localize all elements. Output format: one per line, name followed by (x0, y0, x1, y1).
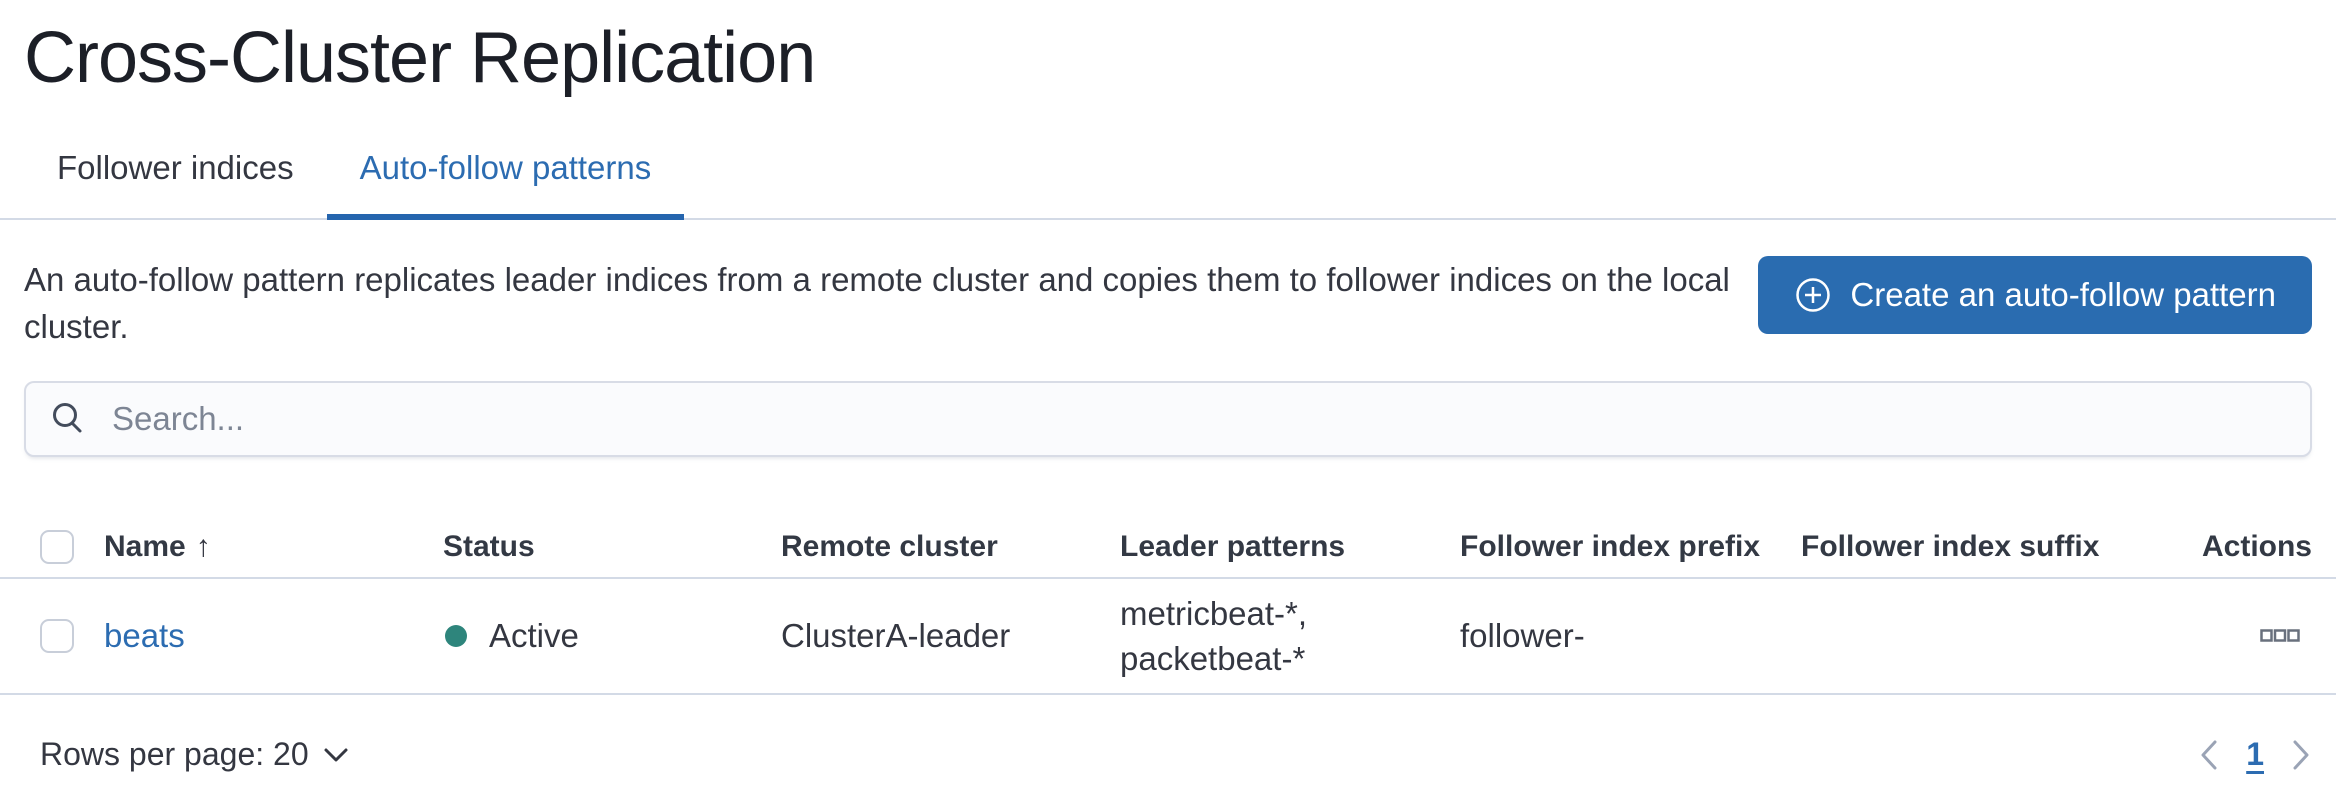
tab-auto-follow-patterns[interactable]: Auto-follow patterns (326, 120, 685, 220)
column-header-actions: Actions (2201, 530, 2312, 563)
table-row: beats Active ClusterA-leader metricbeat-… (0, 579, 2336, 695)
row-checkbox[interactable] (40, 619, 74, 653)
cell-status: Active (443, 617, 781, 655)
tab-bar: Follower indices Auto-follow patterns (0, 120, 2336, 220)
sort-ascending-icon: ↑ (195, 530, 211, 563)
column-header-follower-index-suffix: Follower index suffix (1801, 530, 2100, 563)
page-number-1[interactable]: 1 (2246, 736, 2264, 772)
pagination: 1 (2198, 736, 2312, 773)
cell-follower-index-prefix: follower- (1460, 617, 1585, 654)
rows-per-page-button[interactable]: Rows per page: 20 (40, 736, 349, 773)
table-header-row: Name ↑ Status Remote cluster Leader patt… (0, 517, 2336, 579)
column-header-name-label: Name (104, 530, 186, 563)
table-footer: Rows per page: 20 1 (0, 736, 2336, 773)
page-title: Cross-Cluster Replication (24, 18, 816, 98)
row-checkbox-cell (40, 619, 104, 653)
tab-follower-indices[interactable]: Follower indices (24, 120, 327, 218)
status-label: Active (489, 617, 579, 654)
search-input[interactable] (112, 400, 2286, 438)
previous-page-chevron-icon[interactable] (2198, 738, 2220, 772)
leader-pattern-line: packetbeat-* (1120, 640, 1306, 677)
chevron-down-icon (323, 747, 349, 763)
pattern-name-link[interactable]: beats (104, 617, 185, 654)
row-actions-menu-icon[interactable] (2260, 629, 2300, 643)
column-header-remote-cluster: Remote cluster (781, 530, 998, 563)
select-all-checkbox[interactable] (40, 530, 74, 564)
status-active-dot-icon (445, 625, 467, 647)
search-bar (24, 381, 2312, 457)
select-all-checkbox-cell (40, 530, 104, 564)
column-header-follower-index-prefix: Follower index prefix (1460, 530, 1761, 563)
leader-pattern-line: metricbeat-*, (1120, 595, 1308, 632)
cell-actions (2142, 629, 2312, 643)
plus-in-circle-icon (1794, 276, 1832, 314)
intro-description: An auto-follow pattern replicates leader… (24, 261, 1730, 345)
column-header-name[interactable]: Name ↑ (104, 530, 443, 564)
create-auto-follow-pattern-button[interactable]: Create an auto-follow pattern (1758, 256, 2312, 334)
search-icon (50, 401, 86, 437)
cell-leader-patterns: metricbeat-*, packetbeat-* (1120, 591, 1460, 681)
next-page-chevron-icon[interactable] (2290, 738, 2312, 772)
intro-section: An auto-follow pattern replicates leader… (24, 256, 2312, 350)
column-header-leader-patterns: Leader patterns (1120, 530, 1346, 563)
column-header-status: Status (443, 530, 535, 563)
cell-name: beats (104, 617, 443, 655)
cell-remote-cluster: ClusterA-leader (781, 617, 1011, 654)
create-button-label: Create an auto-follow pattern (1850, 276, 2276, 313)
rows-per-page-label: Rows per page: 20 (40, 736, 309, 772)
